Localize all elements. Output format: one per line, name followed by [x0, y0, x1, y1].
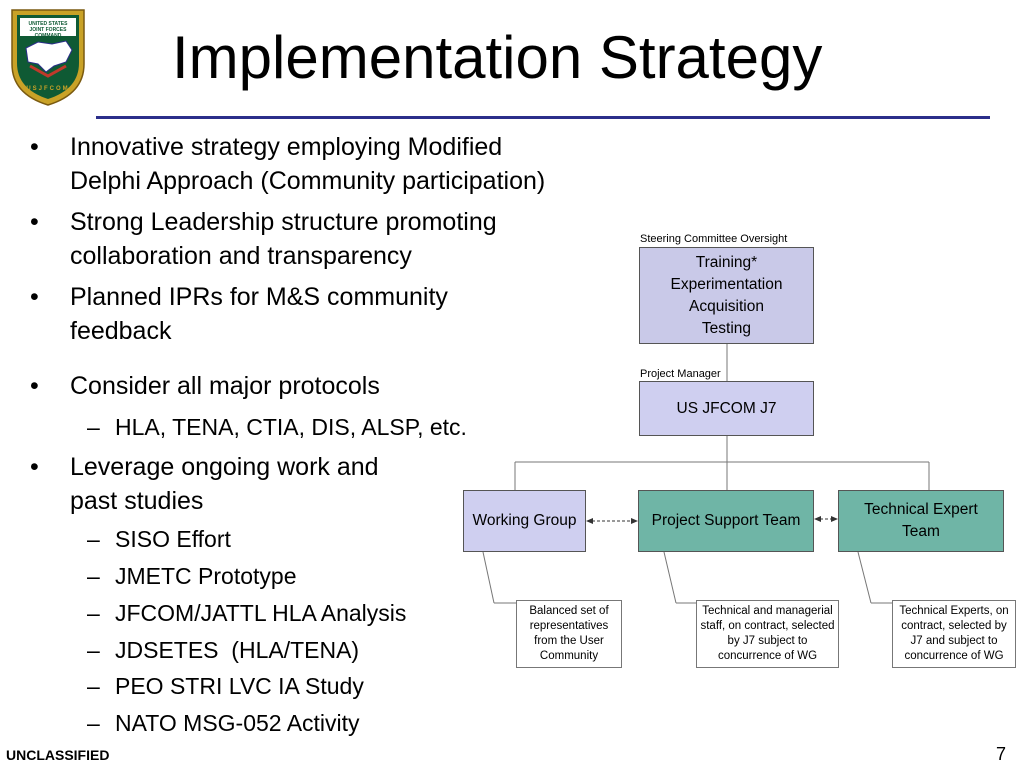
sub-bullet-dash: –: [87, 673, 100, 699]
steering-committee-box: Training* Experimentation Acquisition Te…: [639, 247, 814, 344]
working-group-box: Working Group: [463, 490, 586, 552]
sub-bullet-text: NATO MSG-052 Activity: [115, 710, 360, 736]
steering-committee-caption: Steering Committee Oversight: [640, 233, 788, 245]
bullet-text-line: feedback: [70, 317, 172, 345]
page-number: 7: [996, 744, 1007, 764]
sub-bullet-dash: –: [87, 526, 100, 552]
bullet-text-line: Leverage ongoing work and: [70, 453, 379, 481]
logo-top-text: UNITED STATES JOINT FORCES COMMAND: [28, 21, 68, 39]
sub-bullet-dash: –: [87, 637, 100, 663]
technical-expert-team-box: Technical Expert Team: [838, 490, 1004, 552]
sub-bullet-dash: –: [87, 563, 100, 589]
bullet-text-line: past studies: [70, 487, 204, 515]
bullet-text-line: Innovative strategy employing Modified: [70, 133, 503, 161]
project-support-team-box: Project Support Team: [638, 490, 814, 552]
classification-label: UNCLASSIFIED: [6, 747, 110, 763]
logo-bottom-text: USJFCOM: [26, 86, 70, 92]
slide-title: Implementation Strategy: [172, 24, 823, 91]
bullet-text-line: Consider all major protocols: [70, 372, 380, 400]
project-support-note: Technical and managerial staff, on contr…: [696, 600, 839, 668]
sub-bullet-text: JDSETES (HLA/TENA): [115, 637, 360, 663]
bullet-dot: •: [30, 453, 39, 481]
working-group-note: Balanced set of representatives from the…: [516, 600, 622, 668]
sub-bullet-dash: –: [87, 600, 100, 626]
bullet-text-line: collaboration and transparency: [70, 242, 412, 270]
sub-bullet-dash: –: [87, 414, 100, 440]
bullet-text-line: Strong Leadership structure promoting: [70, 208, 497, 236]
title-divider: [96, 116, 990, 119]
sub-bullet-dash: –: [87, 710, 100, 736]
bullet-text-line: Delphi Approach (Community participation…: [70, 167, 546, 195]
bullet-text-line: Planned IPRs for M&S community: [70, 283, 448, 311]
bullet-dot: •: [30, 133, 39, 161]
usjfcom-logo: UNITED STATES JOINT FORCES COMMAND USJFC…: [8, 6, 88, 108]
sub-bullet-text: HLA, TENA, CTIA, DIS, ALSP, etc.: [115, 414, 467, 440]
project-manager-caption: Project Manager: [640, 368, 721, 380]
technical-expert-note: Technical Experts, on contract, selected…: [892, 600, 1016, 668]
sub-bullet-text: JFCOM/JATTL HLA Analysis: [115, 600, 407, 626]
bullet-dot: •: [30, 283, 39, 311]
sub-bullet-text: SISO Effort: [115, 526, 231, 552]
logo-shield-graphic: [11, 9, 85, 106]
bullet-dot: •: [30, 372, 39, 400]
project-manager-box: US JFCOM J7: [639, 381, 814, 436]
bullet-dot: •: [30, 208, 39, 236]
sub-bullet-text: JMETC Prototype: [115, 563, 297, 589]
sub-bullet-text: PEO STRI LVC IA Study: [115, 673, 364, 699]
